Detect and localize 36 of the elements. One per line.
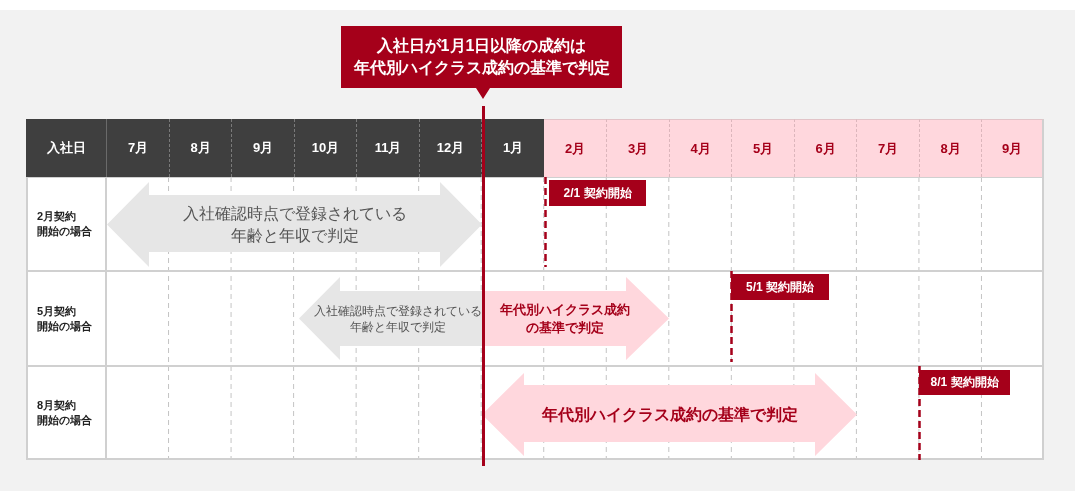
month-header: 8月 [919,119,981,177]
row-label: 2月契約 [37,209,77,224]
month-header: 8月 [169,119,231,177]
month-header: 2月 [544,119,606,177]
month-header: 4月 [669,119,731,177]
double-arrow-shape [107,182,482,267]
month-header: 1月 [481,119,544,177]
month-header: 12月 [419,119,481,177]
month-header: 3月 [606,119,669,177]
callout-text: 入社日が1月1日以降の成約は [376,36,587,56]
month-header: 9月 [231,119,294,177]
month-header: 5月 [731,119,794,177]
callout-text: 年代別ハイクラス成約の基準で判定 [353,58,610,78]
arrow-label: 年代別ハイクラス成約の基準で判定 [540,404,799,425]
month-header: 6月 [794,119,856,177]
start-date-tag: 5/1 契約開始 [731,274,829,300]
row-label: 開始の場合 [37,224,92,239]
month-header: 7月 [856,119,919,177]
arrow-label: 入社確認時点で登録されている年齢と年収で判定 [312,303,483,335]
month-header: 10月 [294,119,356,177]
column-header: 入社日 [26,119,106,177]
right-arrow-shape [482,277,669,360]
arrow-label: 入社確認時点で登録されている年齢と年収で判定 [182,203,408,246]
start-date-tag: 8/1 契約開始 [919,370,1010,395]
start-date-tag: 2/1 契約開始 [549,180,646,206]
row-label: 5月契約 [37,303,77,319]
left-arrow-shape [299,277,482,360]
month-header: 11月 [356,119,419,177]
month-header: 7月 [106,119,169,177]
row-label: 8月契約 [37,398,77,413]
month-header: 9月 [981,119,1044,177]
callout-box [341,26,622,99]
row-label: 開始の場合 [37,413,92,428]
arrow-label: 年代別ハイクラス成約の基準で判定 [498,300,631,337]
row-label: 開始の場合 [37,318,92,334]
double-arrow-shape [482,373,857,456]
